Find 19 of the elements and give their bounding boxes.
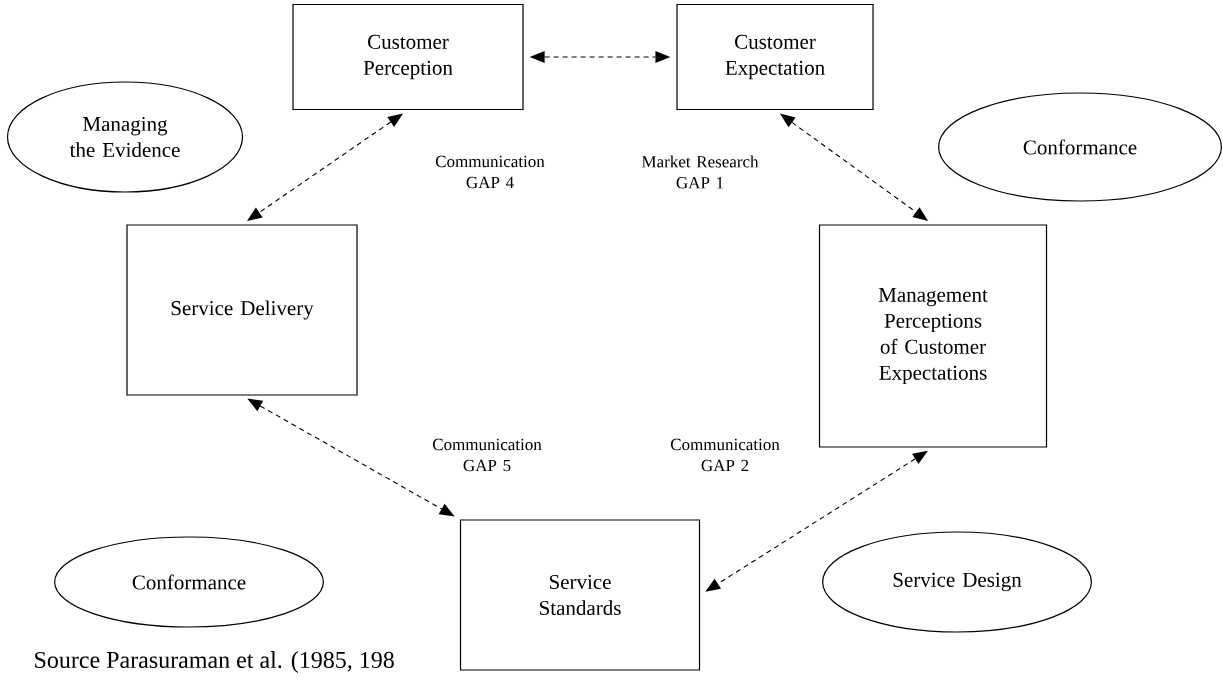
gap-label: Market Research GAP 1 <box>641 155 759 189</box>
process-box: Service Delivery <box>126 224 358 396</box>
gap-label: Communication GAP 2 <box>670 438 780 472</box>
ellipse-node: Conformance <box>54 536 324 628</box>
ellipse-node: Service Design <box>822 531 1092 633</box>
ellipse-node: Managing the Evidence <box>6 81 244 193</box>
arrow <box>529 51 671 63</box>
arrow <box>246 113 404 221</box>
process-box: Management Perceptions of Customer Expectations <box>818 224 1048 448</box>
process-box: Customer Expectation <box>676 3 874 111</box>
gap-label: Communication GAP 5 <box>432 438 542 472</box>
process-box: Customer Perception <box>292 3 524 111</box>
process-box: Service Standards <box>459 519 701 671</box>
arrow <box>247 398 455 517</box>
gap-label: Communication GAP 4 <box>435 155 545 189</box>
arrow <box>705 450 928 592</box>
source-note: Source Parasuraman et al. (1985, 198 <box>35 651 394 673</box>
ellipse-node: Conformance <box>938 92 1223 202</box>
arrow <box>779 113 929 221</box>
